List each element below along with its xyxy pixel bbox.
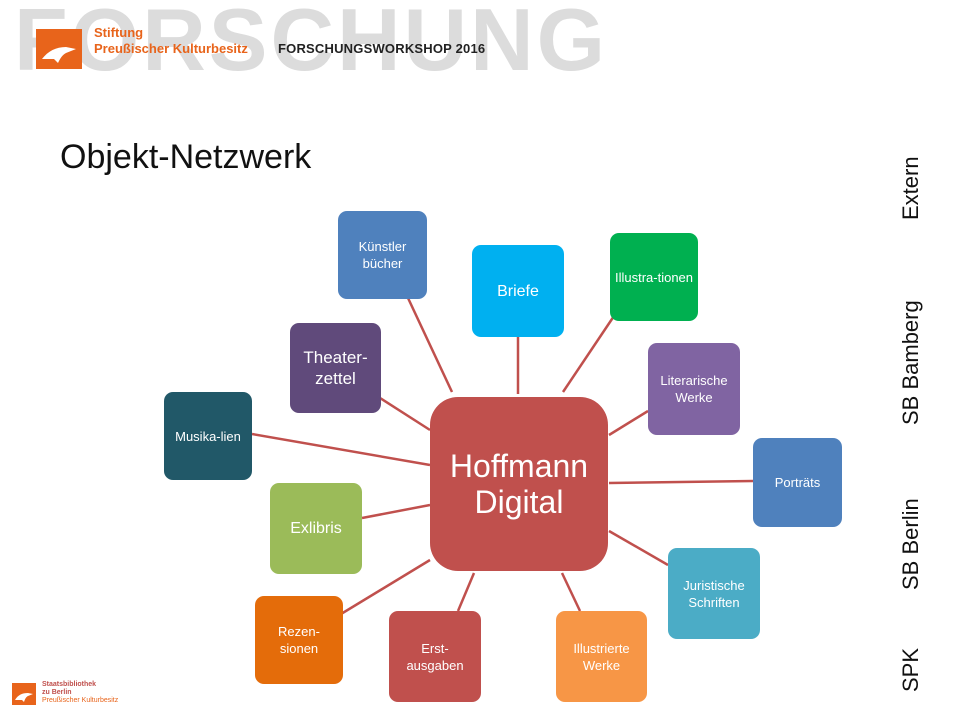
sbb-eagle-logo (12, 683, 36, 705)
connector-illustrierte-werke (560, 572, 582, 612)
node-kuenstlerbuecher: Künstler bücher (338, 211, 427, 299)
node-briefe: Briefe (472, 245, 564, 337)
spk-eagle-logo (36, 29, 82, 69)
node-literarische-werke: Literarische Werke (648, 343, 740, 435)
connector-illustrationen (561, 315, 616, 393)
node-illustrationen: Illustra-tionen (610, 233, 698, 321)
connector-portraets (608, 479, 754, 485)
org-line-2: Preußischer Kulturbesitz (94, 41, 248, 56)
node-erstausgaben: Erst-ausgaben (389, 611, 481, 702)
connector-musikalien (251, 432, 431, 467)
connector-literarische-werke (608, 409, 649, 437)
connector-theaterzettel (379, 396, 431, 432)
connector-erstausgaben (456, 572, 476, 612)
header-watermark: FORSCHUNG (14, 0, 609, 89)
node-illustrierte-werke: Illustrierte Werke (556, 611, 647, 702)
footer-line-2: zu Berlin (42, 689, 72, 696)
center-node-hoffmann-digital: Hoffmann Digital (430, 397, 608, 571)
connector-rezensionen (340, 558, 431, 616)
footer-line-1: Staatsbibliothek (42, 681, 97, 688)
connector-juristische-schriften (608, 529, 669, 567)
node-portraets: Porträts (753, 438, 842, 527)
node-exlibris: Exlibris (270, 483, 362, 574)
node-musikalien: Musika-lien (164, 392, 252, 480)
node-juristische-schriften: Juristische Schriften (668, 548, 760, 639)
connector-exlibris (361, 503, 431, 520)
org-line-1: Stiftung (94, 25, 144, 40)
page-title: Objekt-Netzwerk (60, 138, 312, 176)
footer-line-3: Preußischer Kulturbesitz (42, 697, 119, 704)
node-theaterzettel: Theater-zettel (290, 323, 381, 413)
footer-institution: Staatsbibliothek zu Berlin Preußischer K… (42, 681, 118, 705)
node-rezensionen: Rezen-sionen (255, 596, 343, 684)
org-name: Stiftung Preußischer Kulturbesitz (94, 25, 248, 57)
connector-kuenstlerbuecher (406, 297, 454, 393)
workshop-label: FORSCHUNGSWORKSHOP 2016 (278, 41, 486, 56)
